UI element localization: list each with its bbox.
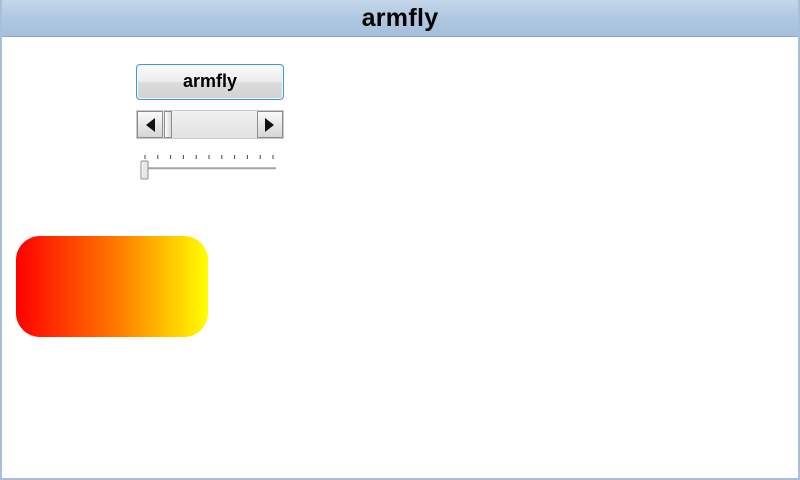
slider-thumb[interactable] bbox=[140, 160, 149, 180]
scrollbar-thumb[interactable] bbox=[164, 111, 172, 138]
slider[interactable] bbox=[136, 150, 284, 184]
title-bar: armfly bbox=[2, 0, 798, 37]
slider-ticks bbox=[144, 155, 274, 159]
slider-graphic bbox=[140, 155, 276, 180]
armfly-button[interactable]: armfly bbox=[136, 64, 284, 100]
scroll-left-button[interactable] bbox=[137, 111, 163, 138]
horizontal-scrollbar[interactable] bbox=[136, 110, 284, 139]
window-title: armfly bbox=[361, 4, 439, 32]
gradient-rounded-box bbox=[16, 236, 208, 337]
arrow-left-icon bbox=[146, 118, 155, 132]
arrow-right-icon bbox=[265, 118, 274, 132]
scroll-right-button[interactable] bbox=[257, 111, 283, 138]
